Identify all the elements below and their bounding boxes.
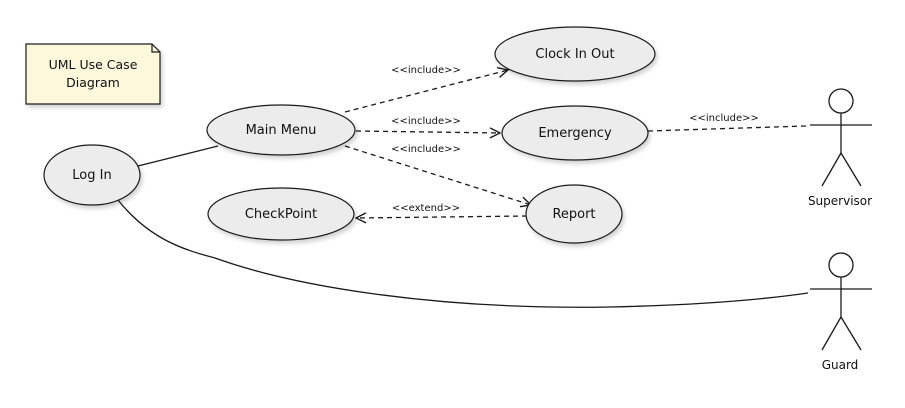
connectors bbox=[117, 70, 809, 308]
supervisor-leg-right bbox=[840, 152, 862, 187]
include-emergency-connector bbox=[355, 131, 500, 133]
supervisor-emergency-connector bbox=[647, 125, 807, 132]
title-note: UML Use Case Diagram bbox=[25, 43, 161, 105]
checkpoint-label: CheckPoint bbox=[245, 207, 317, 222]
note-shape bbox=[25, 43, 161, 105]
guard-leg-left bbox=[821, 316, 842, 351]
report-label: Report bbox=[552, 207, 595, 222]
actor-guard[interactable] bbox=[810, 252, 872, 351]
supervisor-leg-left bbox=[821, 152, 842, 187]
guard-label: Guard bbox=[822, 358, 859, 372]
association-login-guard bbox=[117, 199, 809, 308]
include-clock-connector bbox=[344, 70, 508, 113]
note-title-line2: Diagram bbox=[66, 75, 120, 90]
emergency-ellipse[interactable] bbox=[501, 105, 649, 161]
guard-leg-right bbox=[840, 316, 862, 351]
use-case-main-menu[interactable]: Main Menu bbox=[206, 104, 356, 156]
checkpoint-ellipse[interactable] bbox=[207, 187, 355, 241]
report-ellipse[interactable] bbox=[525, 184, 623, 244]
note-fold bbox=[151, 44, 160, 53]
extend-checkpoint-connector bbox=[356, 216, 528, 218]
log-in-ellipse[interactable] bbox=[43, 144, 141, 206]
supervisor-label: Supervisor bbox=[808, 194, 872, 208]
include-report-connector bbox=[344, 145, 531, 205]
stereotype-include-supervisor: <<include>> bbox=[689, 113, 759, 124]
stereotype-include-emergency: <<include>> bbox=[391, 116, 461, 127]
stereotype-extend-checkpoint: <<extend>> bbox=[392, 203, 460, 214]
supervisor-head-icon bbox=[828, 88, 854, 114]
use-case-log-in[interactable]: Log In bbox=[43, 144, 141, 206]
use-case-emergency[interactable]: Emergency bbox=[501, 105, 649, 161]
note-title-line1: UML Use Case bbox=[49, 57, 138, 72]
stereotype-include-clock: <<include>> bbox=[391, 65, 461, 76]
emergency-label: Emergency bbox=[538, 126, 612, 141]
log-in-label: Log In bbox=[72, 168, 111, 183]
clock-in-out-ellipse[interactable] bbox=[494, 26, 656, 82]
stereotype-include-report: <<include>> bbox=[391, 144, 461, 155]
use-case-clock-in-out[interactable]: Clock In Out bbox=[494, 26, 656, 82]
main-menu-ellipse[interactable] bbox=[206, 104, 356, 156]
use-case-checkpoint[interactable]: CheckPoint bbox=[207, 187, 355, 241]
clock-in-out-label: Clock In Out bbox=[535, 47, 614, 62]
guard-head-icon bbox=[828, 252, 854, 278]
actor-supervisor[interactable] bbox=[810, 88, 872, 187]
association-login-mainmenu bbox=[137, 145, 219, 167]
use-case-report[interactable]: Report bbox=[525, 184, 623, 244]
main-menu-label: Main Menu bbox=[246, 123, 317, 138]
